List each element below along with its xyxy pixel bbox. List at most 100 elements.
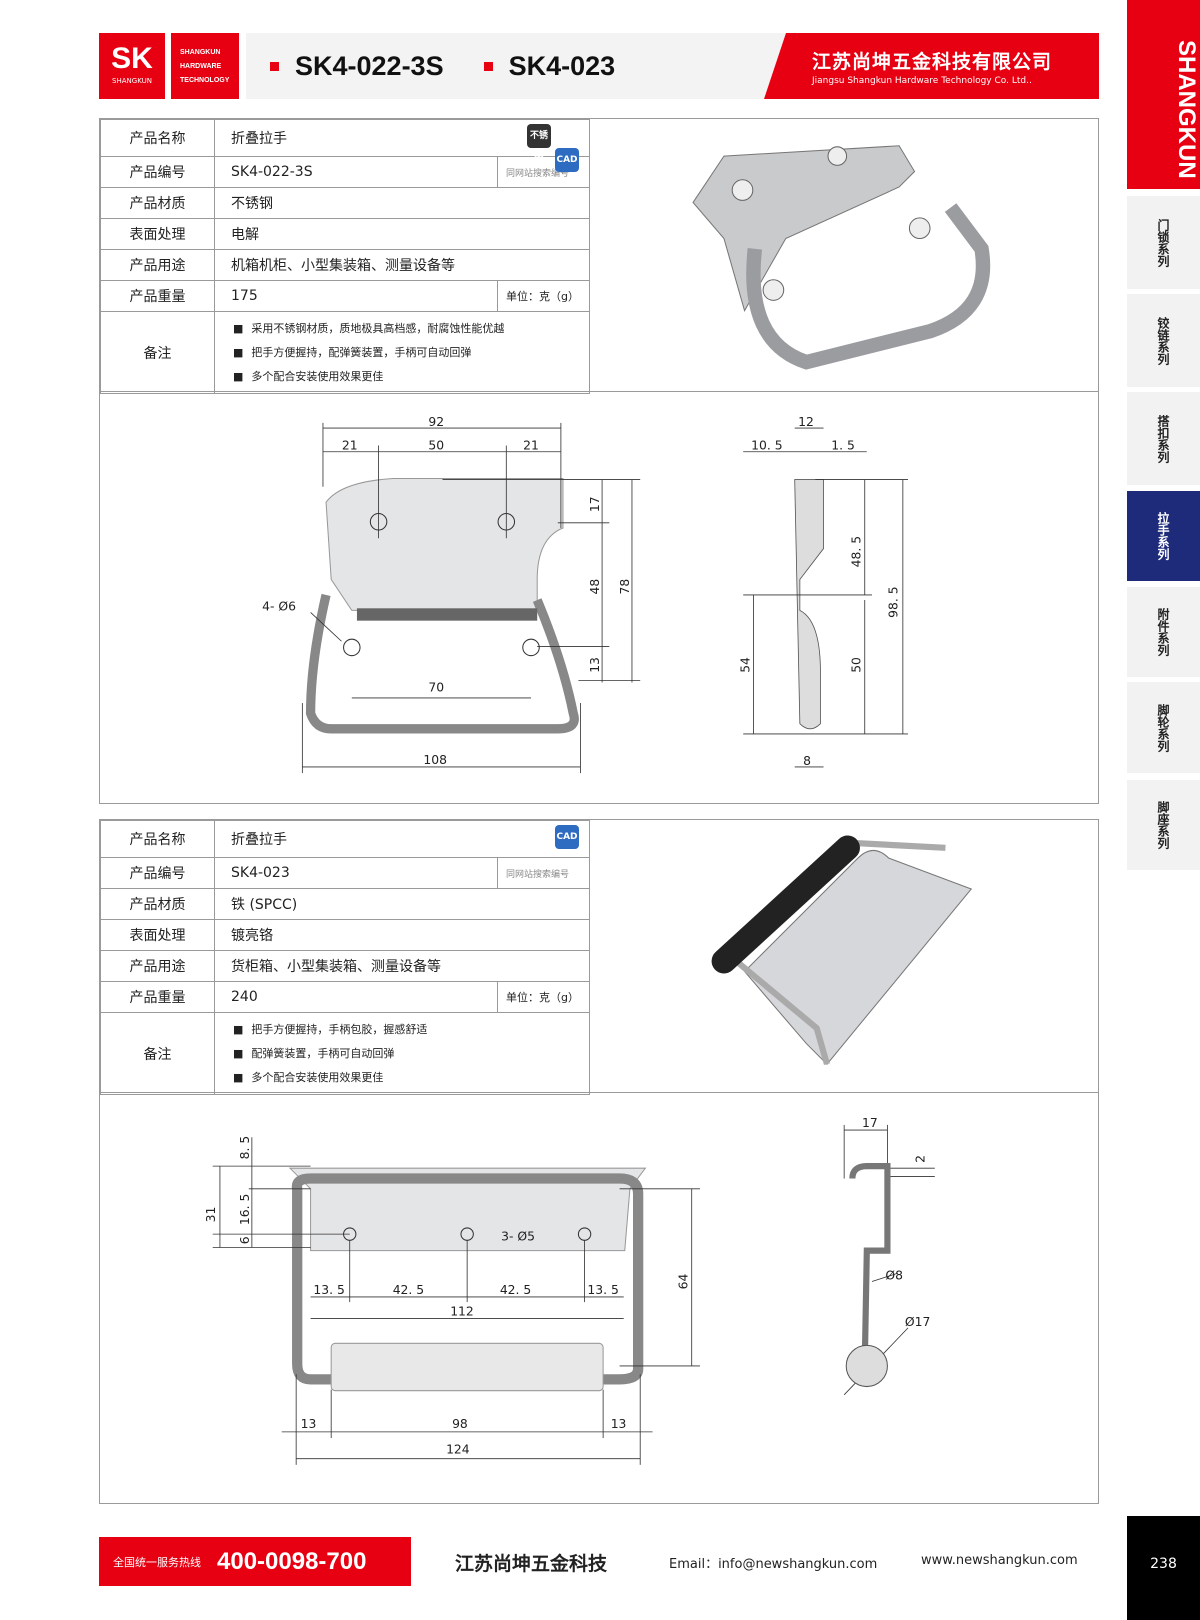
label-weight: 产品重量	[100, 280, 215, 312]
note-item: 把手方便握持，手柄包胶，握感舒适	[233, 1018, 589, 1042]
dim-label: 112	[450, 1304, 474, 1318]
dim-label: 17	[588, 496, 602, 512]
label-notes: 备注	[100, 1012, 215, 1095]
dim-label: 3- Ø5	[501, 1229, 535, 1243]
dim-label: 12	[798, 415, 814, 429]
dim-label: Ø17	[905, 1315, 930, 1329]
footer-website[interactable]: www.newshangkun.com	[921, 1553, 1078, 1568]
dim-label: 6	[238, 1236, 252, 1244]
note-item: 多个配合安装使用效果更佳	[233, 365, 589, 389]
product-photo	[692, 145, 991, 370]
label-weight: 产品重量	[100, 981, 215, 1013]
dim-label: 70	[428, 681, 444, 695]
value-weight: 175	[214, 280, 498, 312]
sidebar-item-locks[interactable]: 门锁系列	[1127, 196, 1200, 289]
logo-word: TECHNOLOGY	[180, 77, 230, 84]
footer-company: 江苏尚坤五金科技	[455, 1553, 608, 1575]
dim-label: 108	[423, 753, 447, 767]
logo-sub: SHANGKUN	[112, 77, 152, 85]
sidebar-item-casters[interactable]: 脚轮系列	[1127, 682, 1200, 773]
label-surface: 表面处理	[100, 919, 215, 951]
label-surface: 表面处理	[100, 218, 215, 250]
dim-label: 13. 5	[313, 1283, 344, 1297]
dim-label: 13. 5	[587, 1283, 618, 1297]
label-code: 产品编号	[100, 156, 215, 188]
model-band: SK4-022-3S SK4-023	[246, 33, 786, 99]
label-name: 产品名称	[100, 820, 215, 858]
sidebar-item-hinges[interactable]: 铰链系列	[1127, 294, 1200, 387]
logo-word: SHANGKUN	[180, 49, 221, 56]
dim-label: 13	[301, 1417, 317, 1431]
dim-label: 92	[428, 415, 444, 429]
logo-mark: SK SHANGKUN	[99, 33, 165, 99]
model-code: SK4-022-3S	[295, 50, 444, 81]
note-item: 多个配合安装使用效果更佳	[233, 1066, 589, 1090]
model-title: SK4-022-3S	[270, 51, 444, 82]
value-weight: 240	[214, 981, 498, 1013]
dim-label: 8. 5	[238, 1136, 252, 1160]
value-surface: 电解	[214, 218, 590, 250]
label-use: 产品用途	[100, 950, 215, 982]
logo-text: SK	[111, 42, 153, 75]
dim-label: 13	[611, 1417, 627, 1431]
dim-label: 48	[588, 579, 602, 595]
cad-icon[interactable]: CAD	[555, 825, 579, 849]
footer-email[interactable]: Email：info@newshangkun.com	[669, 1557, 878, 1572]
logo-word: HARDWARE	[180, 63, 222, 70]
logo-words: SHANGKUN HARDWARE TECHNOLOGY	[171, 33, 239, 99]
label-code: 产品编号	[100, 857, 215, 889]
hotline-number[interactable]: 400-0098-700	[217, 1547, 367, 1575]
dim-label: 31	[204, 1207, 218, 1223]
dim-label: 64	[677, 1274, 691, 1290]
dim-label: 21	[523, 439, 539, 453]
technical-drawing-1: 92 21 50 21 17 48 78 13 4- Ø6 70 108 12 …	[100, 391, 1098, 774]
search-hint: 同网站搜索编号	[497, 857, 590, 889]
label-use: 产品用途	[100, 249, 215, 281]
dim-label: 42. 5	[393, 1283, 424, 1297]
value-name: 折叠拉手	[231, 131, 287, 147]
technical-drawing-2: 8. 5 31 16. 5 6 3- Ø5 13. 5 42. 5 42. 5 …	[100, 1092, 1098, 1465]
sidebar-item-hasps[interactable]: 搭扣系列	[1127, 392, 1200, 485]
product-photo	[711, 835, 973, 1066]
dim-label: 50	[850, 657, 864, 673]
dim-label: 1. 5	[831, 439, 855, 453]
dim-label: 4- Ø6	[262, 599, 296, 613]
stainless-icon[interactable]: 不锈钢	[527, 124, 551, 165]
dim-label: 50	[428, 439, 444, 453]
sidebar-item-handles[interactable]: 拉手系列	[1127, 491, 1200, 581]
sidebar-item-feet[interactable]: 脚座系列	[1127, 780, 1200, 870]
sidebar-item-accessories[interactable]: 附件系列	[1127, 587, 1200, 677]
note-item: 采用不锈钢材质，质地极具高档感，耐腐蚀性能优越	[233, 317, 589, 341]
model-title: SK4-023	[483, 50, 616, 82]
dim-label: Ø8	[885, 1268, 903, 1282]
model-code: SK4-023	[508, 50, 616, 81]
label-notes: 备注	[100, 311, 215, 394]
dim-label: 17	[862, 1116, 878, 1130]
value-material: 铁 (SPCC)	[214, 888, 590, 920]
sidebar-brand: SHANGKUN	[1127, 0, 1200, 189]
hotline-box: 全国统一服务热线 400-0098-700	[99, 1537, 411, 1586]
value-code: SK4-022-3S	[214, 156, 498, 188]
value-surface: 镀亮铬	[214, 919, 590, 951]
dim-label: 78	[618, 579, 632, 595]
hotline-label: 全国统一服务热线	[113, 1555, 201, 1569]
note-item: 把手方便握持，配弹簧装置，手柄可自动回弹	[233, 341, 589, 365]
dim-label: 8	[803, 754, 811, 768]
bullet-icon	[270, 61, 279, 71]
dim-label: 98	[452, 1417, 468, 1431]
company-name-cn: 江苏尚坤五金科技有限公司	[812, 51, 1053, 73]
unit-label: 单位：克（g）	[497, 280, 590, 312]
dim-label: 10. 5	[751, 439, 782, 453]
dim-label: 98. 5	[887, 586, 901, 617]
dim-label: 21	[342, 439, 358, 453]
cad-icon[interactable]: CAD	[555, 148, 579, 172]
dim-label: 54	[738, 657, 752, 673]
note-item: 配弹簧装置，手柄可自动回弹	[233, 1042, 589, 1066]
value-use: 机箱机柜、小型集装箱、测量设备等	[214, 249, 590, 281]
label-material: 产品材质	[100, 187, 215, 219]
